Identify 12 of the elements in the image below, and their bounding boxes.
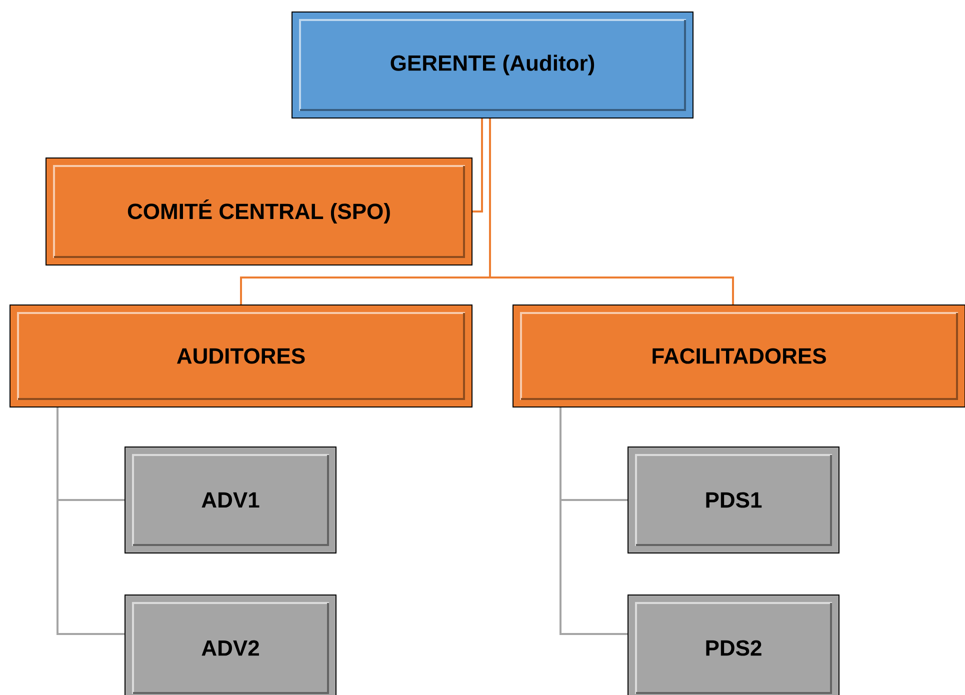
department-box: FACILITADORES [512, 304, 965, 408]
department-box: AUDITORES [10, 304, 472, 408]
role-box: ADV2 [124, 594, 336, 695]
manager-box: GERENTE (Auditor) [292, 12, 694, 118]
connector-line [560, 408, 628, 635]
connector-line [56, 408, 124, 635]
connector-line [489, 118, 734, 304]
role-box: PDS1 [628, 446, 840, 554]
role-box: PDS2 [628, 594, 840, 695]
committee-box: COMITÉ CENTRAL (SPO) [46, 158, 472, 266]
role-box: ADV1 [124, 446, 336, 554]
connector-line [472, 118, 483, 212]
